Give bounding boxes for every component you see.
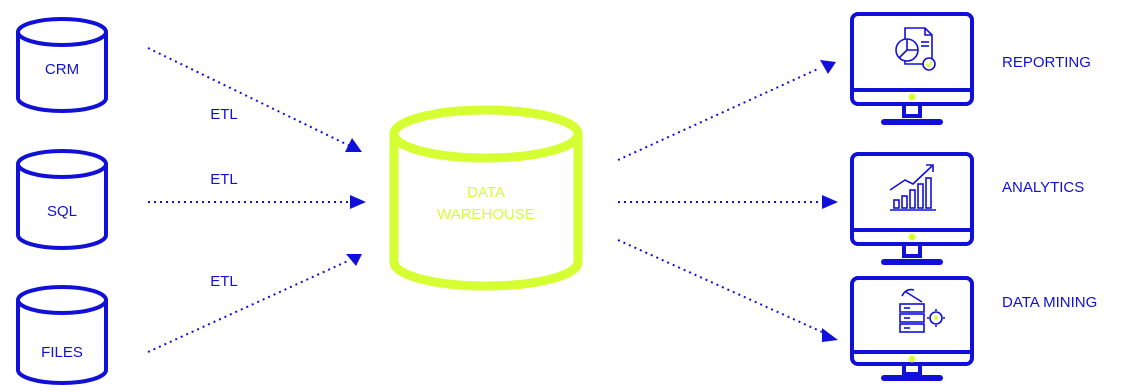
arrowhead-icon — [345, 138, 362, 152]
power-led — [908, 93, 916, 101]
output-label-datamining: DATA MINING — [1002, 294, 1097, 311]
monitor-datamining: DATA MINING — [850, 276, 1097, 381]
etl-label: ETL — [210, 106, 238, 123]
source-crm: CRM — [16, 17, 108, 113]
monitor-icon — [850, 12, 974, 125]
database-icon — [16, 17, 108, 113]
warehouse-label-line1: DATA — [467, 184, 505, 201]
output-label-analytics: ANALYTICS — [1002, 179, 1084, 196]
etl-arrow-files — [147, 259, 351, 353]
monitor-icon — [850, 152, 974, 265]
etl-label: ETL — [210, 171, 238, 188]
arrowhead-icon — [346, 254, 362, 266]
etl-label: ETL — [210, 273, 238, 290]
bar-chart-growth-icon — [889, 164, 936, 211]
arrowhead-icon — [350, 195, 366, 209]
arrowhead-icon — [822, 328, 838, 342]
source-label-crm: CRM — [45, 61, 79, 78]
arrowhead-icon — [820, 60, 836, 74]
database-icon — [16, 285, 108, 385]
etl-arrow-crm — [147, 47, 351, 147]
output-arrow-datamining — [617, 239, 823, 333]
data-warehouse: DATA WAREHOUSE — [389, 105, 583, 291]
output-arrow-reporting — [617, 67, 821, 161]
source-label-files: FILES — [41, 344, 83, 361]
source-label-sql: SQL — [47, 203, 77, 220]
source-files: FILES — [16, 285, 108, 385]
arrowhead-icon — [822, 195, 838, 209]
monitor-icon — [850, 276, 974, 381]
database-icon — [16, 149, 108, 250]
source-sql: SQL — [16, 149, 108, 250]
warehouse-label-line2: WAREHOUSE — [437, 206, 535, 223]
data-mining-server-icon — [899, 288, 945, 333]
database-icon — [389, 105, 583, 291]
power-led — [908, 233, 916, 241]
output-label-reporting: REPORTING — [1002, 54, 1091, 71]
report-document-icon — [895, 27, 936, 71]
power-led — [908, 355, 916, 363]
monitor-analytics: ANALYTICS — [850, 152, 1084, 265]
monitor-reporting: REPORTING — [850, 12, 1091, 125]
